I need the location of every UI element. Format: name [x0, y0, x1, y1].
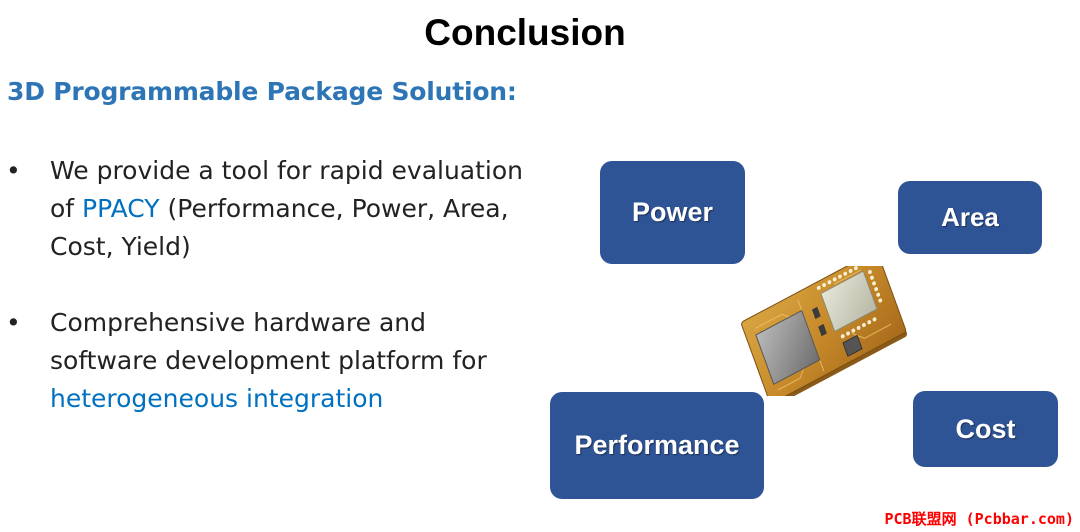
bullet-highlight: heterogeneous integration [50, 384, 384, 413]
power-label: Power [600, 161, 745, 264]
bullet-highlight: PPACY [82, 194, 160, 223]
area-label: Area [898, 181, 1042, 254]
bullet-item-platform: • Comprehensive hardware and software de… [0, 304, 540, 418]
performance-label: Performance [550, 392, 764, 499]
slide-title: Conclusion [424, 12, 626, 53]
bullet-list: • We provide a tool for rapid evaluation… [0, 152, 540, 418]
bullet-dot: • [6, 308, 21, 337]
chip-package-image [741, 266, 907, 396]
watermark: PCB联盟网 (Pcbbar.com) [884, 510, 1075, 528]
slide-subtitle: 3D Programmable Package Solution: [7, 77, 517, 106]
bullet-text: We provide a tool for rapid evaluation o… [50, 156, 524, 223]
bullet-dot: • [6, 156, 21, 185]
bullet-text: Comprehensive hardware and software deve… [50, 308, 487, 375]
bullet-text-tail: (Performance, Power, Area, Cost, Yield) [50, 194, 509, 261]
cost-label: Cost [913, 391, 1058, 467]
bullet-item-ppacy: • We provide a tool for rapid evaluation… [0, 152, 540, 266]
